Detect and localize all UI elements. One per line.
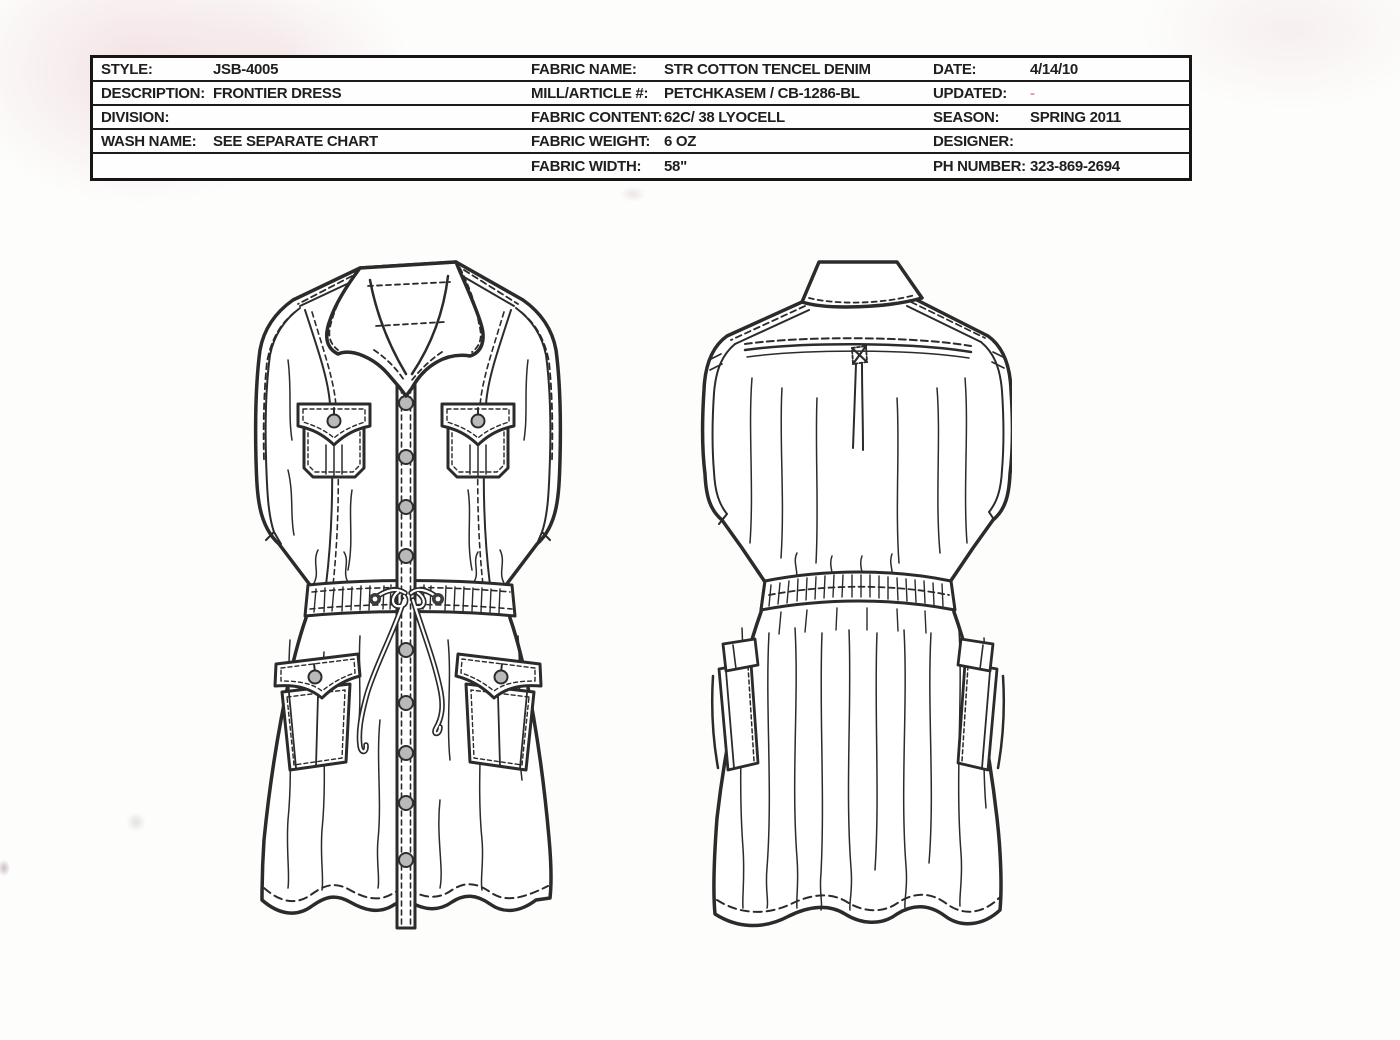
fabric-width-label: FABRIC WIDTH: (531, 157, 642, 175)
style-value: JSB-4005 (213, 60, 279, 78)
updated-value: - (1030, 84, 1035, 102)
wash-name-label: WASH NAME: (101, 132, 197, 150)
fabric-name-label: FABRIC NAME: (531, 60, 637, 78)
fabric-name-value: STR COTTON TENCEL DENIM (664, 60, 871, 78)
mill-article-value: PETCHKASEM / CB-1286-BL (664, 84, 860, 102)
table-row: DESCRIPTION: FRONTIER DRESS MILL/ARTICLE … (93, 82, 1189, 106)
front-collar (324, 260, 485, 398)
date-value: 4/14/10 (1030, 60, 1078, 78)
table-row: WASH NAME: SEE SEPARATE CHART FABRIC WEIG… (93, 130, 1189, 154)
front-view-flat-sketch (253, 260, 563, 930)
back-collar (800, 260, 924, 309)
division-label: DIVISION: (101, 108, 170, 126)
front-hip-pocket-left (273, 652, 362, 772)
season-label: SEASON: (933, 108, 1000, 126)
pocket-button (326, 413, 342, 429)
front-chest-pocket-left (296, 402, 372, 479)
back-yoke (743, 337, 973, 359)
back-cap-sleeves (708, 301, 1006, 525)
back-bartack-pleat (850, 344, 869, 451)
back-side-pocket-right (956, 637, 1005, 772)
table-row: STYLE: JSB-4005 FABRIC NAME: STR COTTON TE… (93, 58, 1189, 82)
date-label: DATE: (933, 60, 977, 78)
fabric-width-value: 58" (664, 157, 687, 175)
back-body (700, 296, 1012, 928)
description-value: FRONTIER DRESS (213, 84, 342, 102)
back-skirt-wrinkles (739, 607, 987, 911)
style-label: STYLE: (101, 60, 153, 78)
designer-label: DESIGNER: (933, 132, 1014, 150)
ph-number-value: 323-869-2694 (1030, 157, 1120, 175)
ph-number-label: PH NUMBER: (933, 157, 1026, 175)
front-drawstring (356, 587, 445, 755)
mill-article-label: MILL/ARTICLE #: (531, 84, 649, 102)
front-placket-buttons (398, 395, 414, 868)
back-side-pocket-left (711, 637, 760, 772)
pocket-button (470, 413, 486, 429)
scan-smudge (126, 812, 146, 832)
pocket-button (493, 669, 509, 685)
spec-table: STYLE: JSB-4005 FABRIC NAME: STR COTTON TE… (90, 55, 1192, 181)
table-row: FABRIC WIDTH: 58" PH NUMBER:323-869-2694 (93, 154, 1189, 178)
back-hem-stitch (716, 893, 1000, 913)
wash-name-value: SEE SEPARATE CHART (213, 132, 378, 150)
front-chest-pocket-right (440, 402, 516, 479)
fabric-weight-value: 6 OZ (664, 132, 697, 150)
front-hip-pocket-right (454, 652, 543, 772)
fabric-content-label: FABRIC CONTENT: (531, 108, 663, 126)
table-row: DIVISION: FABRIC CONTENT:62C/ 38 LYOCELL… (93, 106, 1189, 130)
back-bodice-wrinkles (749, 377, 968, 583)
fabric-weight-label: FABRIC WEIGHT: (531, 132, 651, 150)
fabric-content-value: 62C/ 38 LYOCELL (664, 108, 785, 126)
scan-smudge (0, 860, 10, 876)
scan-smudge (620, 186, 646, 202)
back-waistband (759, 570, 957, 612)
description-label: DESCRIPTION: (101, 84, 205, 102)
updated-label: UPDATED: (933, 84, 1007, 102)
back-view-flat-sketch (700, 260, 1012, 928)
season-value: SPRING 2011 (1030, 108, 1121, 126)
pocket-button (307, 669, 323, 685)
front-bodice-wrinkles (287, 359, 529, 584)
